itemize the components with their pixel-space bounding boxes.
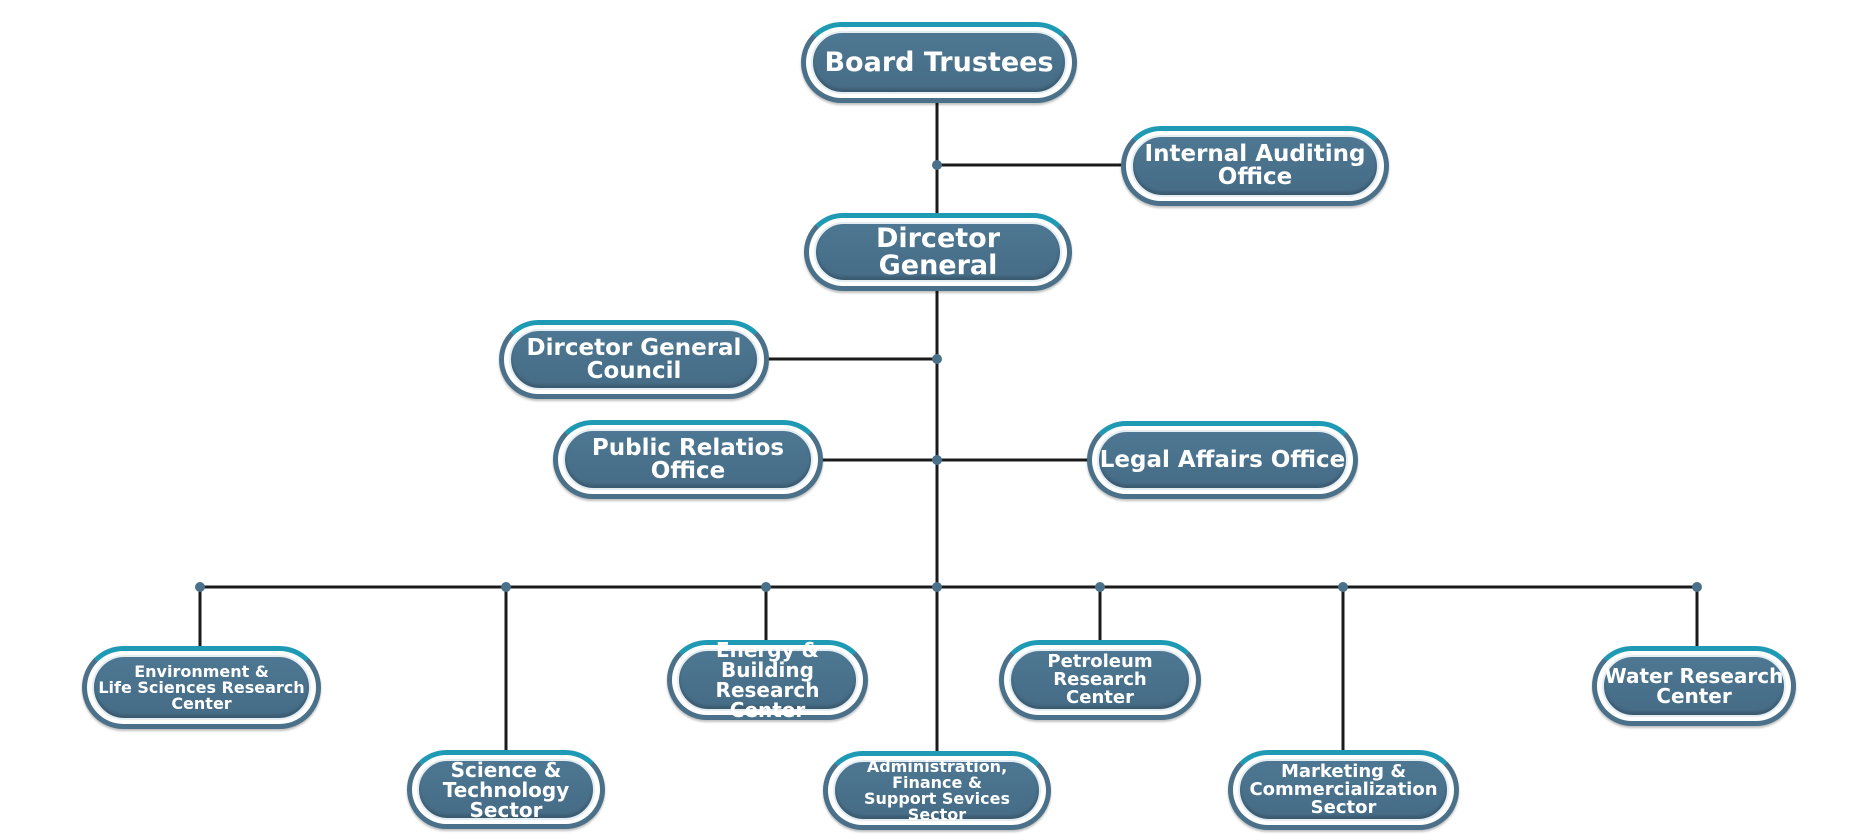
node-label: Board Trustees	[824, 47, 1054, 78]
node-director-general-council: Dircetor General Council	[499, 320, 769, 399]
node-label: Dircetor General	[875, 223, 1001, 281]
junction-dot	[1692, 582, 1702, 592]
node-administration-finance: Administration, Finance & Support Sevice…	[823, 751, 1051, 830]
connector-lines	[198, 100, 1699, 754]
node-internal-auditing-office: Internal Auditing Office	[1121, 126, 1389, 206]
junction-dot	[932, 160, 942, 170]
junction-dot	[1095, 582, 1105, 592]
junction-dot	[932, 354, 942, 364]
node-label: Dircetor General Council	[526, 334, 742, 384]
junction-dot	[932, 582, 942, 592]
node-marketing-commercialization: Marketing & Commercialization Sector	[1228, 750, 1459, 830]
node-petroleum-research: Petroleum Research Center	[999, 640, 1201, 720]
junction-dot	[501, 582, 511, 592]
junction-dot	[761, 582, 771, 592]
node-science-technology-sector: Science & Technology Sector	[407, 750, 605, 829]
node-public-relations-office: Public Relatios Office	[553, 420, 823, 499]
node-label: Marketing & Commercialization Sector	[1249, 761, 1438, 818]
node-label: Petroleum Research Center	[1047, 651, 1153, 708]
node-label: Environment & Life Sciences Research Cen…	[98, 661, 305, 713]
node-label: Administration, Finance & Support Sevice…	[863, 756, 1011, 824]
junction-dot	[1338, 582, 1348, 592]
node-board-trustees: Board Trustees	[801, 22, 1077, 103]
node-legal-affairs-office: Legal Affairs Office	[1087, 421, 1358, 499]
node-energy-building: Energy & Building Research Center	[667, 640, 868, 720]
node-label: Public Relatios Office	[591, 434, 785, 484]
node-label: Science & Technology Sector	[442, 757, 570, 822]
node-label: Internal Auditing Office	[1144, 141, 1366, 190]
junction-dot	[195, 582, 205, 592]
junction-dots	[195, 160, 1702, 592]
node-label: Energy & Building Research Center	[715, 638, 820, 722]
node-director-general: Dircetor General	[804, 213, 1072, 291]
junction-dot	[932, 455, 942, 465]
node-label: Legal Affairs Office	[1099, 446, 1346, 473]
node-label: Water Research Center	[1604, 664, 1784, 708]
node-water-research: Water Research Center	[1592, 646, 1796, 726]
node-environment-life-sciences: Environment & Life Sciences Research Cen…	[82, 646, 321, 729]
